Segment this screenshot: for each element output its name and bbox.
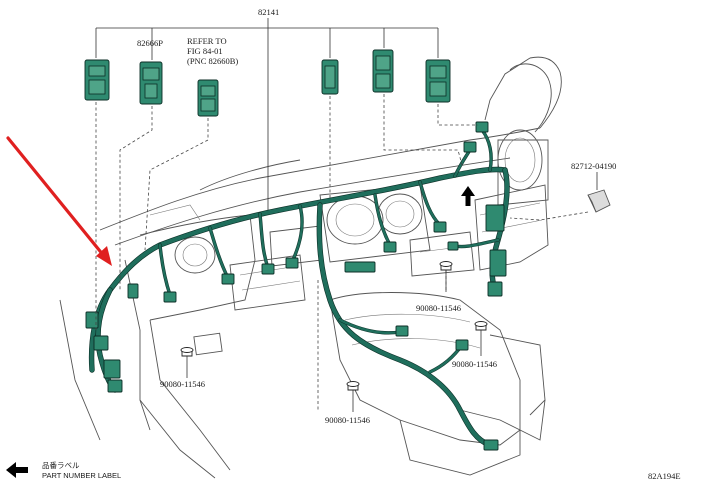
connector-part-2 — [321, 59, 339, 95]
label-main-part: 82141 — [258, 7, 279, 17]
label-bolt-upper-right: 90080-11546 — [416, 303, 461, 313]
label-bolt-bottom: 90080-11546 — [325, 415, 370, 425]
bolt-bottom — [317, 280, 360, 412]
left-arrow-icon — [6, 462, 28, 478]
part-number-legend: 品番ラベル PART NUMBER LABEL — [6, 460, 121, 480]
label-clip-part: 82712-04190 — [571, 161, 616, 171]
bolt-left — [180, 347, 194, 378]
bolt-lower-right — [474, 321, 488, 356]
label-refer-line3: (PNC 82660B) — [187, 56, 238, 66]
connector-part-82666p — [139, 61, 163, 105]
bolt-upper-right — [439, 261, 453, 292]
clip-part — [587, 172, 611, 213]
label-bolt-lower-right: 90080-11546 — [452, 359, 497, 369]
red-arrow-icon — [6, 136, 112, 266]
wiring-harness — [85, 121, 510, 451]
connector-part-82660b — [197, 79, 219, 117]
up-arrow-icon — [461, 186, 475, 206]
label-refer-line1: REFER TO — [187, 36, 227, 46]
figure-code: 82A194E — [648, 471, 681, 481]
label-refer-line2: FIG 84-01 — [187, 46, 223, 56]
connector-part-4 — [425, 59, 451, 103]
instrument-panel-outline — [59, 56, 562, 479]
connector-part-3 — [372, 49, 394, 93]
top-connector-parts — [84, 18, 589, 330]
connector-part-1 — [84, 59, 110, 101]
legend-english: PART NUMBER LABEL — [42, 471, 121, 480]
legend-japanese: 品番ラベル — [42, 460, 80, 470]
label-bolt-left: 90080-11546 — [160, 379, 205, 389]
label-connector-part: 82666P — [137, 38, 163, 48]
